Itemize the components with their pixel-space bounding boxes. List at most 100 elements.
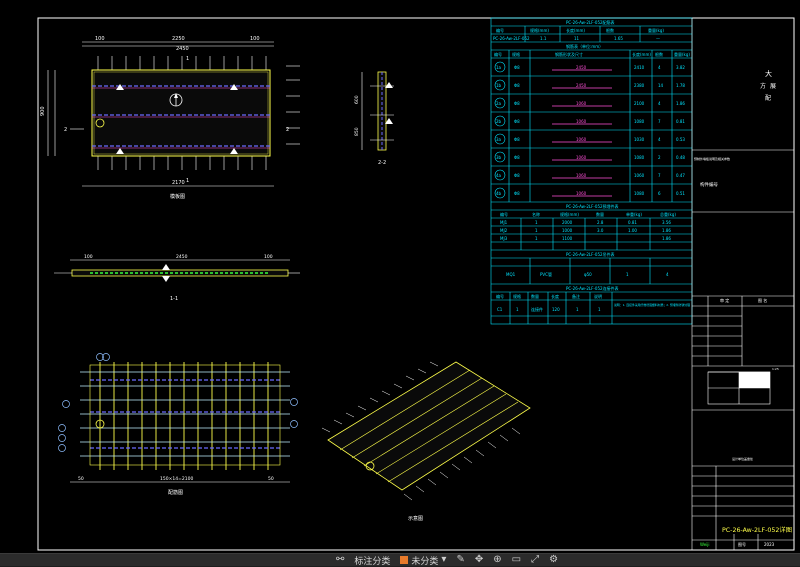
embed-cell: 1.86 [662, 236, 671, 241]
table-header-cell: 根数 [606, 27, 614, 33]
rebar-length: 1030 [634, 137, 645, 142]
rebar-weight: 1.78 [676, 83, 685, 88]
dim-top-total: 2450 [176, 46, 189, 52]
view-options-button[interactable]: ⚯ [336, 554, 344, 566]
title-char: 展 [770, 83, 776, 90]
rebar-weight: 1.86 [676, 101, 685, 106]
sub-col-header: 编号 [494, 51, 502, 57]
sheet-number: 2023 [764, 542, 775, 547]
annotate-label: 标注分类 [354, 556, 391, 567]
sub-col-header: 长度(mm) [632, 51, 651, 57]
rebar-length: 1060 [634, 173, 645, 178]
zoom-icon: ⊕ [493, 554, 502, 565]
title-block-text: 大 方 展 配 预制外墙板说明及相关参数 构件编号 审 定 图 名 1:25 设… [694, 69, 792, 561]
embed-cell: 2000 [562, 220, 573, 225]
sub-col-header: 钢筋形状及尺寸 [555, 51, 583, 57]
dim-left: 900 [40, 106, 46, 116]
embed-cell: 1100 [562, 236, 573, 241]
rebar-count: 4 [658, 101, 661, 106]
rebar-weight: 0.51 [676, 191, 685, 196]
section11-dim-mid: 2450 [176, 254, 188, 260]
embed-cell: 1.00 [628, 228, 637, 233]
plan-view-title: 模板图 [170, 193, 185, 200]
ruler-icon: ✎ [456, 554, 465, 565]
title-note: 预制外墙板说明及相关参数 [694, 156, 730, 161]
rebar-length: 1080 [634, 191, 645, 196]
rebar-weight: 0.53 [676, 137, 685, 142]
rebar-count: 7 [658, 119, 661, 124]
conn-col: 备注 [572, 293, 580, 299]
fullscreen-button[interactable]: ⤢ [531, 554, 539, 566]
lift-cell: φ50 [584, 272, 592, 277]
title-char: 大 [765, 69, 772, 78]
rebar-table [490, 17, 693, 325]
annotate-category-button[interactable]: 标注分类 [354, 554, 391, 567]
fit-window-icon: ▭ [511, 554, 522, 565]
rebar-shape-dim: 1060 [576, 191, 587, 196]
fit-window-button[interactable]: ▭ [512, 554, 521, 566]
green-tag: Weiji [700, 542, 710, 547]
embed-cell: MJ1 [500, 220, 508, 225]
embed-cell: 1 [535, 236, 538, 241]
section-tag-2-right: 2 [286, 127, 289, 133]
rebar-view: 50 150×14=2100 50 配筋图 [58, 353, 298, 496]
table-header-value: 1.1 [540, 36, 547, 41]
section-2-2-view: 600 850 2-2 [354, 71, 394, 166]
iso-view-title: 示意图 [408, 515, 423, 522]
plan-panel-outline [91, 69, 271, 157]
zoom-button[interactable]: ⊕ [493, 554, 501, 566]
rebar-id: 4b [496, 191, 502, 196]
layer-color-swatch [400, 556, 409, 564]
rebar-view-title: 配筋图 [168, 489, 183, 496]
title-block-white-cell [739, 372, 770, 388]
rebar-id-bubble [494, 97, 506, 109]
embed-cell: 1000 [562, 228, 573, 233]
rebar-id-bubble [494, 151, 506, 163]
dim-bottom-total: 2170 [172, 180, 185, 186]
rebar-id: 2a [496, 101, 502, 106]
rebar-spec: Φ8 [514, 83, 520, 88]
conn-cell: 1 [576, 307, 579, 312]
conn-col: 数量 [531, 293, 539, 299]
dim-top-seg-2: 2250 [172, 36, 185, 42]
embed-col: 总重(kg) [660, 211, 676, 217]
table-header-value: PC-26-Aw-2LF-052 [493, 36, 530, 41]
pan-button[interactable]: ✥ [475, 554, 483, 566]
sub-col-header: 根数 [655, 51, 663, 57]
conn-note: 说明：1. 连接件采用纤维增强塑料材质；2. 预埋件防锈处理 [614, 302, 690, 307]
rebar-id: 4a [496, 173, 502, 178]
section-1-1-title: 1-1 [170, 296, 178, 302]
layer-category-dropdown[interactable]: 未分类 ▾ [400, 554, 447, 567]
rebar-table-title: PC-26-Aw-2LF-052配筋表 [566, 19, 615, 25]
conn-col: 说明 [594, 293, 602, 299]
status-bar: ⚯ 标注分类 未分类 ▾ ✎ ✥ ⊕ ▭ ⤢ ⚙ [0, 553, 800, 567]
table-header-value: 11 [574, 36, 580, 41]
embed-col: 编号 [500, 211, 508, 217]
chevron-down-icon: ▾ [441, 554, 447, 565]
settings-button[interactable]: ⚙ [549, 554, 558, 566]
section-tag-1-top: 1 [186, 56, 189, 62]
title-label: 构件编号 [700, 181, 718, 188]
section-tag-2-left: 2 [64, 127, 67, 133]
drawing-frame [37, 17, 795, 551]
rebar-shape-dim: 1060 [576, 173, 587, 178]
lift-cell: PVC管 [540, 271, 552, 277]
embed-cell: 1 [535, 220, 538, 225]
rebar-shape-dim: 2450 [576, 83, 587, 88]
section-tag-1-bottom: 1 [186, 178, 189, 184]
gear-icon: ⚙ [549, 554, 559, 565]
embed-col: 数量 [596, 211, 604, 217]
embed-cell: 1 [535, 228, 538, 233]
rebar-id: 1b [496, 83, 502, 88]
rebar-weight: 0.48 [676, 155, 685, 160]
embed-col: 规格(mm) [560, 211, 579, 217]
embed-cell: 0.81 [628, 220, 637, 225]
rebar-id-bubble [494, 79, 506, 91]
measure-button[interactable]: ✎ [456, 554, 464, 566]
section11-dim-right: 100 [264, 254, 273, 260]
rebar-spec: Φ8 [514, 155, 520, 160]
